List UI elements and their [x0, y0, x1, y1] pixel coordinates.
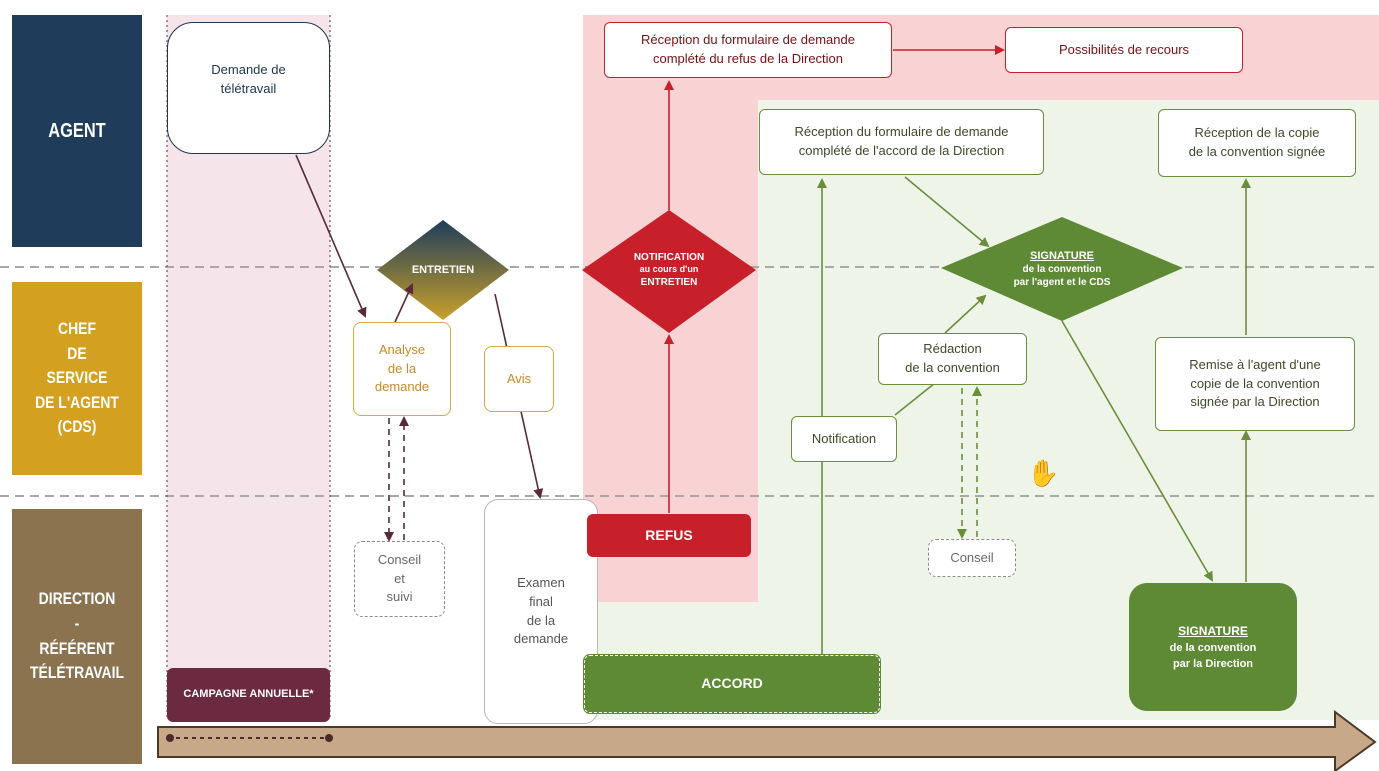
arrow-notification-to-redaction: [894, 382, 936, 416]
node-conseil-suivi: Conseil et suivi: [354, 541, 445, 617]
node-remise-agent: Remise à l'agent d'une copie de la conve…: [1155, 337, 1355, 431]
signature-direction-badge: SIGNATURE de la convention par la Direct…: [1129, 583, 1297, 711]
notification-diamond-label: NOTIFICATION au cours d'un ENTRETIEN: [633, 252, 705, 288]
arrow-signature-to-direction: [1061, 320, 1214, 582]
entretien-diamond: [377, 220, 509, 320]
arrow-analyse-to-entretien: [394, 283, 414, 323]
node-avis: Avis: [484, 346, 554, 412]
lane-cds-label: CHEF DE SERVICE DE L'AGENT (CDS): [35, 318, 119, 437]
node-reception-copie: Réception de la copie de la convention s…: [1158, 109, 1356, 177]
node-possibilites-recours: Possibilités de recours: [1005, 27, 1243, 73]
signature-cds-label: SIGNATURE de la convention par l'agent e…: [1013, 249, 1111, 289]
entretien-label: ENTRETIEN: [411, 263, 475, 276]
campaign-period-end: [325, 734, 333, 742]
node-redaction-convention: Rédaction de la convention: [878, 333, 1027, 385]
campagne-annuelle-badge: CAMPAGNE ANNUELLE*: [167, 668, 330, 722]
timeline-arrow: [157, 710, 1377, 771]
node-examen-final: Examen final de la demande: [484, 499, 598, 724]
accord-badge: ACCORD: [584, 655, 880, 713]
node-demande-teletravail: Demande de télétravail: [167, 22, 330, 154]
node-notification: Notification: [791, 416, 897, 462]
lane-direction-block: [12, 509, 142, 764]
arrow-reception-accord-to-signature: [904, 176, 990, 248]
arrow-redaction-to-signature: [944, 294, 987, 334]
hand-cursor-icon: ✋: [1027, 458, 1060, 488]
node-conseil: Conseil: [928, 539, 1016, 577]
lane-agent-block: [12, 15, 142, 247]
lane-agent-label: AGENT: [48, 119, 106, 142]
refus-badge: REFUS: [587, 514, 751, 557]
lane-direction-label: DIRECTION - RÉFÉRENT TÉLÉTRAVAIL: [30, 589, 124, 683]
lane-cds-block: [12, 282, 142, 475]
notification-diamond: [582, 210, 756, 333]
node-reception-accord: Réception du formulaire de demande compl…: [759, 109, 1044, 175]
node-analyse-demande: Analyse de la demande: [353, 322, 451, 416]
arrow-demande-to-analyse: [295, 154, 367, 318]
signature-cds-diamond: [941, 217, 1183, 321]
node-reception-refus: Réception du formulaire de demande compl…: [604, 22, 892, 78]
campaign-period-start: [166, 734, 174, 742]
